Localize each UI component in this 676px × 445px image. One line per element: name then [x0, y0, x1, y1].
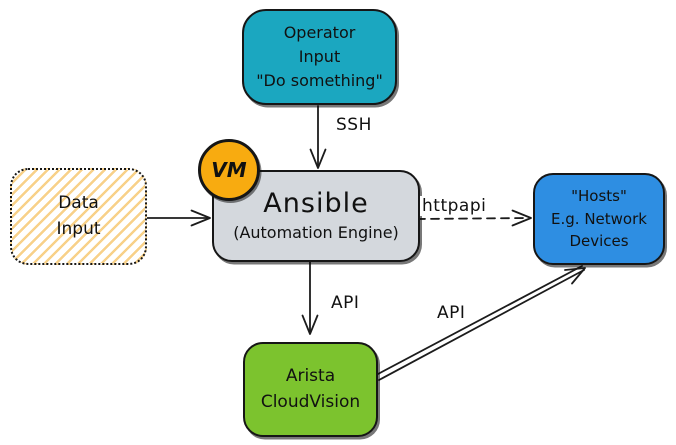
- cloudvision-node: Arista CloudVision: [243, 342, 378, 437]
- api-down-edge-label: API: [331, 293, 360, 313]
- operator-input-node: Operator Input "Do something": [242, 9, 397, 105]
- ansible-subtitle: (Automation Engine): [233, 222, 399, 242]
- hosts-node: "Hosts" E.g. Network Devices: [533, 173, 665, 265]
- operator-input-line: "Do something": [256, 71, 383, 90]
- ansible-title: Ansible: [263, 188, 369, 220]
- api-diagonal-arrow: [377, 265, 586, 381]
- operator-input-line: Input: [298, 47, 341, 66]
- data-input-node: Data Input: [10, 168, 147, 265]
- hosts-line: Devices: [569, 232, 629, 251]
- ssh-edge-label: SSH: [336, 115, 372, 135]
- vm-badge-label: VM: [211, 158, 247, 182]
- vm-badge: VM: [198, 139, 260, 201]
- ssh-arrow: [309, 105, 327, 169]
- api-diagonal-edge-label: API: [437, 303, 466, 323]
- hosts-line: "Hosts": [571, 187, 627, 206]
- cloudvision-line: Arista: [285, 366, 336, 386]
- cloudvision-line: CloudVision: [260, 391, 361, 412]
- data-input-line: Data: [58, 193, 99, 213]
- hosts-line: E.g. Network: [551, 209, 647, 228]
- httpapi-edge-label: httpapi: [420, 196, 489, 216]
- data-input-line: Input: [56, 218, 101, 239]
- operator-input-line: Operator: [283, 23, 356, 42]
- api-down-arrow: [301, 261, 319, 335]
- data-flow-arrow: [146, 209, 211, 227]
